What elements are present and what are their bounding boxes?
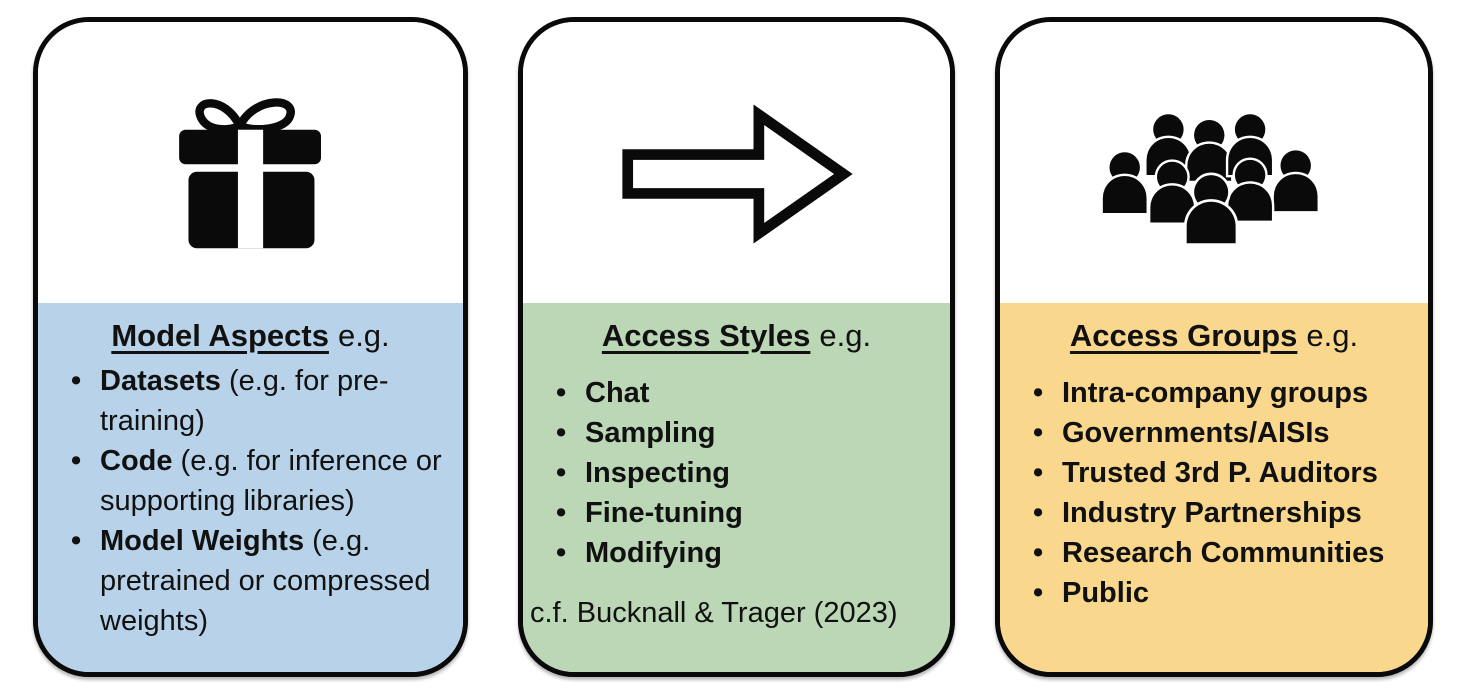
bullet-item: Research Communities — [1032, 533, 1416, 573]
bullet-item: Sampling — [555, 413, 938, 453]
heading-suffix: e.g. — [337, 318, 390, 353]
bullet-item: Fine-tuning — [555, 493, 938, 533]
bullet-item: Intra-company groups — [1032, 373, 1416, 413]
bullet-lead: Industry Partnerships — [1062, 497, 1362, 529]
bullet-rest: (e.g. pretrained or compressed weights) — [100, 525, 431, 637]
footnote: c.f. Bucknall & Trager (2023) — [530, 597, 898, 629]
bullet-lead: Inspecting — [585, 457, 731, 489]
bullet-lead: Public — [1062, 577, 1150, 609]
bullet-lead: Sampling — [585, 417, 716, 449]
arrow-right-icon — [621, 103, 853, 244]
bullet-lead: Model Weights — [100, 525, 305, 557]
bullet-item: Public — [1032, 573, 1416, 613]
bullet-lead: Governments/AISIs — [1062, 417, 1330, 449]
bullet-item: Inspecting — [555, 453, 938, 493]
bullet-lead: Research Communities — [1062, 537, 1385, 569]
bullet-rest: (e.g. for pre-training) — [100, 365, 389, 437]
bullet-item: Datasets (e.g. for pre-training) — [70, 361, 451, 441]
bullet-lead: Trusted 3rd P. Auditors — [1062, 457, 1378, 489]
bullet-lead: Code — [100, 445, 173, 477]
bullet-list: Datasets (e.g. for pre-training)Code (e.… — [50, 361, 451, 641]
bullet-list: ChatSamplingInspectingFine-tuningModifyi… — [535, 373, 938, 573]
heading-title: Access Styles — [601, 318, 811, 353]
bullet-item: Trusted 3rd P. Auditors — [1032, 453, 1416, 493]
bullet-lead: Modifying — [585, 537, 722, 569]
people-group-icon — [1100, 97, 1328, 255]
access-groups-icon-area — [1000, 22, 1428, 303]
bullet-item: Governments/AISIs — [1032, 413, 1416, 453]
heading-suffix: e.g. — [819, 318, 872, 353]
bullet-lead: Chat — [585, 377, 650, 409]
bullet-item: Code (e.g. for inference or supporting l… — [70, 441, 451, 521]
heading-suffix: e.g. — [1306, 318, 1359, 353]
gift-icon — [178, 97, 321, 248]
bullet-lead: Fine-tuning — [585, 497, 743, 529]
access-styles-icon-area — [523, 22, 950, 303]
bullet-lead: Intra-company groups — [1062, 377, 1369, 409]
model-aspects-icon-area — [38, 22, 463, 303]
bullet-item: Modifying — [555, 533, 938, 573]
heading-title: Model Aspects — [111, 318, 329, 353]
bullet-lead: Datasets — [100, 365, 221, 397]
bullet-rest: (e.g. for inference or supporting librar… — [100, 445, 442, 517]
heading-title: Access Groups — [1069, 318, 1298, 353]
bullet-item: Industry Partnerships — [1032, 493, 1416, 533]
bullet-item: Model Weights (e.g. pretrained or compre… — [70, 521, 451, 641]
bullet-item: Chat — [555, 373, 938, 413]
bullet-list: Intra-company groupsGovernments/AISIsTru… — [1012, 373, 1416, 613]
